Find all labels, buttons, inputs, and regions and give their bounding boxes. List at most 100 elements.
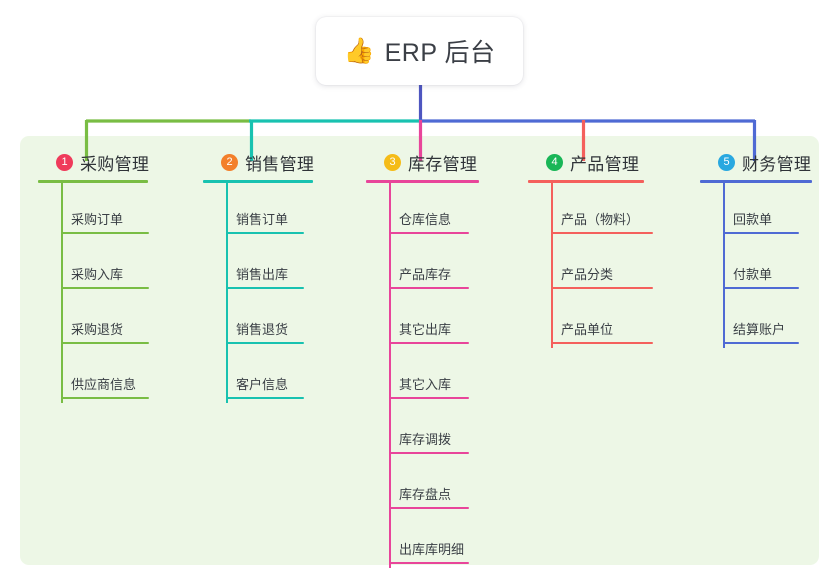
leaf-item[interactable]: 付款单	[700, 238, 812, 293]
branch-title-2: 销售管理	[245, 154, 315, 174]
leaf-item[interactable]: 结算账户	[700, 293, 812, 348]
branch-rule-4	[528, 180, 644, 183]
leaf-item[interactable]: 销售订单	[203, 183, 314, 238]
root-node[interactable]: 👍 ERP 后台	[316, 17, 523, 85]
branch-rule-2	[203, 180, 313, 183]
leaf-item[interactable]: 产品库存	[366, 238, 479, 293]
leaf-item[interactable]: 回款单	[700, 183, 812, 238]
branch-rule-3	[366, 180, 479, 183]
branch-column-3[interactable]: 3 库存管理仓库信息产品库存其它出库其它入库库存调拨库存盘点出库库明细	[366, 150, 479, 568]
leaf-label: 出库库明细	[399, 542, 465, 557]
leaf-label: 采购订单	[71, 212, 124, 227]
leaf-rule	[61, 287, 149, 289]
branch-title-3: 库存管理	[408, 154, 478, 174]
leaf-rule	[226, 342, 304, 344]
leaf-label: 销售订单	[236, 212, 289, 227]
branch-spine-4	[551, 183, 553, 348]
leaf-item[interactable]: 客户信息	[203, 348, 314, 403]
branch-title-5: 财务管理	[742, 154, 812, 174]
leaf-item[interactable]: 其它入库	[366, 348, 479, 403]
root-title: ERP 后台	[384, 39, 496, 67]
leaf-item[interactable]: 采购入库	[38, 238, 149, 293]
leaf-label: 库存调拨	[399, 432, 452, 447]
branch-badge-3: 3	[384, 153, 401, 171]
leaf-label: 客户信息	[236, 377, 289, 392]
branch-rule-5	[700, 180, 812, 183]
leaf-label: 结算账户	[733, 322, 786, 337]
leaf-rule	[551, 342, 653, 344]
branch-header-4[interactable]: 4 产品管理	[528, 150, 644, 174]
leaf-label: 仓库信息	[399, 212, 452, 227]
leaf-rule	[61, 342, 149, 344]
leaf-item[interactable]: 库存调拨	[366, 403, 479, 458]
leaf-rule	[551, 287, 653, 289]
leaf-rule	[389, 562, 469, 564]
branch-spine-3	[389, 183, 391, 568]
branch-badge-5: 5	[718, 153, 735, 171]
leaf-rule	[61, 232, 149, 234]
branch-header-3[interactable]: 3 库存管理	[366, 150, 479, 174]
leaf-item[interactable]: 产品（物料）	[528, 183, 653, 238]
branch-spine-1	[61, 183, 63, 403]
leaf-rule	[723, 287, 799, 289]
leaf-rule	[226, 232, 304, 234]
leaf-item[interactable]: 产品单位	[528, 293, 653, 348]
branch-column-2[interactable]: 2 销售管理销售订单销售出库销售退货客户信息	[203, 150, 314, 403]
leaf-rule	[551, 232, 653, 234]
thumbs-up-icon: 👍	[343, 36, 375, 65]
leaf-rule	[61, 397, 149, 399]
leaf-label: 产品（物料）	[561, 212, 640, 227]
branch-badge-4: 4	[546, 153, 563, 171]
branch-header-5[interactable]: 5 财务管理	[700, 150, 812, 174]
branch-title-1: 采购管理	[80, 154, 150, 174]
branch-items-2: 销售订单销售出库销售退货客户信息	[203, 183, 314, 403]
leaf-item[interactable]: 仓库信息	[366, 183, 479, 238]
leaf-label: 采购退货	[71, 322, 124, 337]
branch-column-1[interactable]: 1 采购管理采购订单采购入库采购退货供应商信息	[38, 150, 149, 403]
branch-rule-1	[38, 180, 148, 183]
branch-badge-2: 2	[221, 153, 238, 171]
leaf-label: 销售出库	[236, 267, 289, 282]
branch-items-5: 回款单付款单结算账户	[700, 183, 812, 348]
leaf-label: 产品分类	[561, 267, 614, 282]
branches-panel	[20, 136, 819, 565]
leaf-label: 供应商信息	[71, 377, 137, 392]
branch-items-3: 仓库信息产品库存其它出库其它入库库存调拨库存盘点出库库明细	[366, 183, 479, 568]
leaf-rule	[226, 287, 304, 289]
leaf-item[interactable]: 产品分类	[528, 238, 653, 293]
leaf-label: 库存盘点	[399, 487, 452, 502]
branch-spine-5	[723, 183, 725, 348]
leaf-rule	[723, 232, 799, 234]
leaf-rule	[723, 342, 799, 344]
leaf-item[interactable]: 销售退货	[203, 293, 314, 348]
leaf-rule	[389, 232, 469, 234]
leaf-label: 产品单位	[561, 322, 614, 337]
branch-column-5[interactable]: 5 财务管理回款单付款单结算账户	[700, 150, 812, 348]
branch-header-1[interactable]: 1 采购管理	[38, 150, 149, 174]
leaf-item[interactable]: 其它出库	[366, 293, 479, 348]
leaf-label: 回款单	[733, 212, 773, 227]
leaf-rule	[226, 397, 304, 399]
leaf-rule	[389, 397, 469, 399]
leaf-label: 其它出库	[399, 322, 452, 337]
leaf-label: 付款单	[733, 267, 773, 282]
leaf-item[interactable]: 库存盘点	[366, 458, 479, 513]
leaf-label: 采购入库	[71, 267, 124, 282]
leaf-rule	[389, 507, 469, 509]
leaf-item[interactable]: 销售出库	[203, 238, 314, 293]
leaf-item[interactable]: 供应商信息	[38, 348, 149, 403]
branch-badge-1: 1	[56, 153, 73, 171]
branch-items-1: 采购订单采购入库采购退货供应商信息	[38, 183, 149, 403]
branch-header-2[interactable]: 2 销售管理	[203, 150, 314, 174]
leaf-item[interactable]: 出库库明细	[366, 513, 479, 568]
branch-items-4: 产品（物料） 产品分类产品单位	[528, 183, 653, 348]
leaf-rule	[389, 452, 469, 454]
leaf-item[interactable]: 采购订单	[38, 183, 149, 238]
branch-column-4[interactable]: 4 产品管理产品（物料） 产品分类产品单位	[528, 150, 653, 348]
branch-title-4: 产品管理	[570, 154, 640, 174]
leaf-label: 销售退货	[236, 322, 289, 337]
leaf-label: 其它入库	[399, 377, 452, 392]
leaf-item[interactable]: 采购退货	[38, 293, 149, 348]
leaf-label: 产品库存	[399, 267, 452, 282]
